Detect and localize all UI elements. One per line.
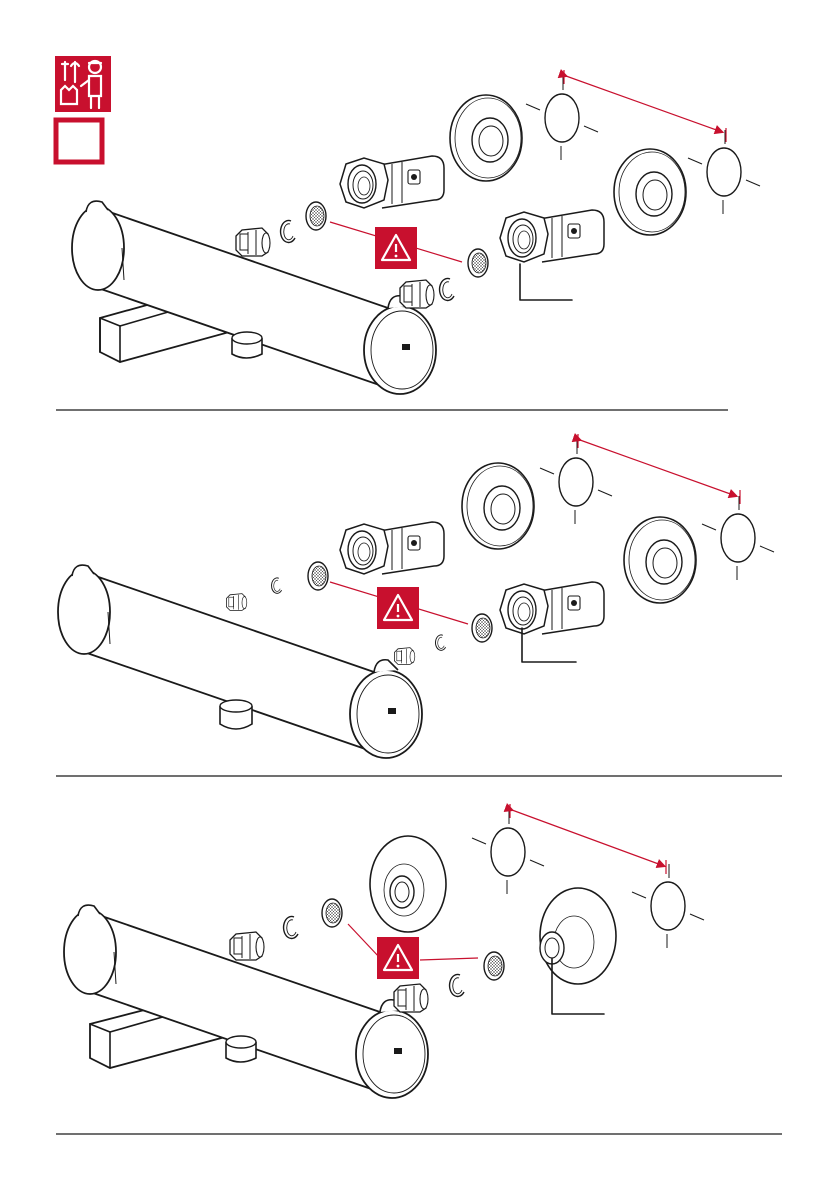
check-valve [394, 648, 414, 665]
escutcheon [614, 149, 686, 235]
circlip [440, 278, 454, 300]
wall-opening-disc [688, 130, 760, 214]
distance-dimension-arrow [566, 76, 722, 132]
outlet-fitting [220, 700, 252, 729]
callout-leader [520, 264, 572, 300]
escutcheon [462, 463, 534, 549]
wall-opening-disc [472, 810, 544, 894]
check-valve [226, 594, 246, 611]
outlet-fitting [226, 1036, 256, 1062]
filter-washer [472, 614, 492, 642]
panel-top [72, 70, 760, 394]
warning-triangle-icon [377, 937, 419, 979]
check-valve [400, 280, 434, 308]
warning-triangle-icon [377, 587, 419, 629]
circlip [281, 220, 295, 242]
escutcheon [624, 517, 696, 603]
filter-washer [468, 249, 488, 277]
distance-dimension-arrow [512, 810, 664, 866]
eccentric-connector [340, 156, 444, 208]
circlip [435, 635, 445, 650]
connector-sleeve [340, 522, 444, 574]
escutcheon [450, 95, 522, 181]
circlip [271, 578, 281, 593]
panel-middle [58, 434, 774, 758]
wall-opening-disc [632, 864, 704, 948]
filter-washer [308, 562, 328, 590]
warning-leader [348, 924, 380, 958]
installer-tools-icon [55, 56, 111, 112]
circlip [450, 974, 464, 996]
panel-bottom [64, 804, 704, 1098]
check-valve [230, 932, 264, 960]
check-valve [236, 228, 270, 256]
connector-sleeve [500, 582, 604, 634]
filter-washer [484, 952, 504, 980]
wall-opening-disc [526, 76, 598, 160]
wall-opening-disc [540, 440, 612, 524]
blank-square-icon [56, 120, 102, 162]
filter-washer [322, 899, 342, 927]
filter-washer [306, 202, 326, 230]
warning-triangle-icon [375, 227, 417, 269]
wall-opening-disc [702, 496, 774, 580]
outlet-fitting [232, 332, 262, 358]
distance-dimension-arrow [580, 440, 736, 496]
circlip [284, 916, 298, 938]
check-valve [394, 984, 428, 1012]
round-escutcheon [370, 836, 446, 932]
eccentric-connector [500, 210, 604, 262]
